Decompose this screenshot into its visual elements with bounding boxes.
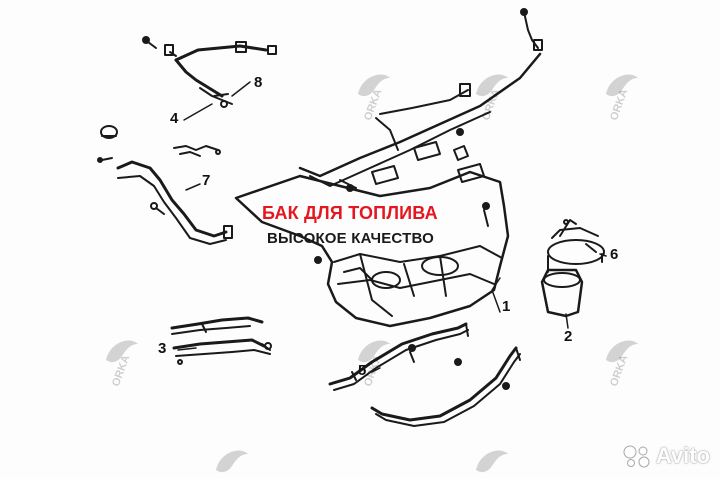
orca-logo-icon [606,74,638,97]
fuel-pump-module [540,219,605,318]
tank-straps [328,322,521,427]
callout-7: 7 [202,172,211,189]
callout-leaders [177,81,607,373]
orca-logo-icon [358,340,390,363]
callout-5: 5 [358,362,367,379]
orca-logo-icon [358,74,390,97]
hose-bracket [173,145,221,157]
avito-brand: Avito [622,443,710,469]
avito-dots-icon [623,445,650,468]
filler-neck-hose [97,125,233,245]
orca-logo-icon [476,450,508,473]
fuel-tank-body [234,170,510,363]
callout-2: 2 [564,328,573,345]
orca-logo-icon [476,74,508,97]
tank-pads [371,141,485,185]
subheadline: ВЫСОКОЕ КАЧЕСТВО [267,230,434,247]
headline: БАК ДЛЯ ТОПЛИВА [262,203,438,223]
avito-wordmark: Avito [655,443,710,468]
hoses [170,316,272,365]
callout-6: 6 [610,246,619,263]
orca-logo-icon [106,340,138,363]
callout-8: 8 [254,74,263,91]
breather-hose-top [142,36,277,108]
callout-4: 4 [170,110,179,127]
orca-logo-icon [606,340,638,363]
callout-1: 1 [502,298,511,315]
fuel-line [298,8,543,192]
orca-logo-icon [216,450,248,473]
callout-3: 3 [158,340,167,357]
